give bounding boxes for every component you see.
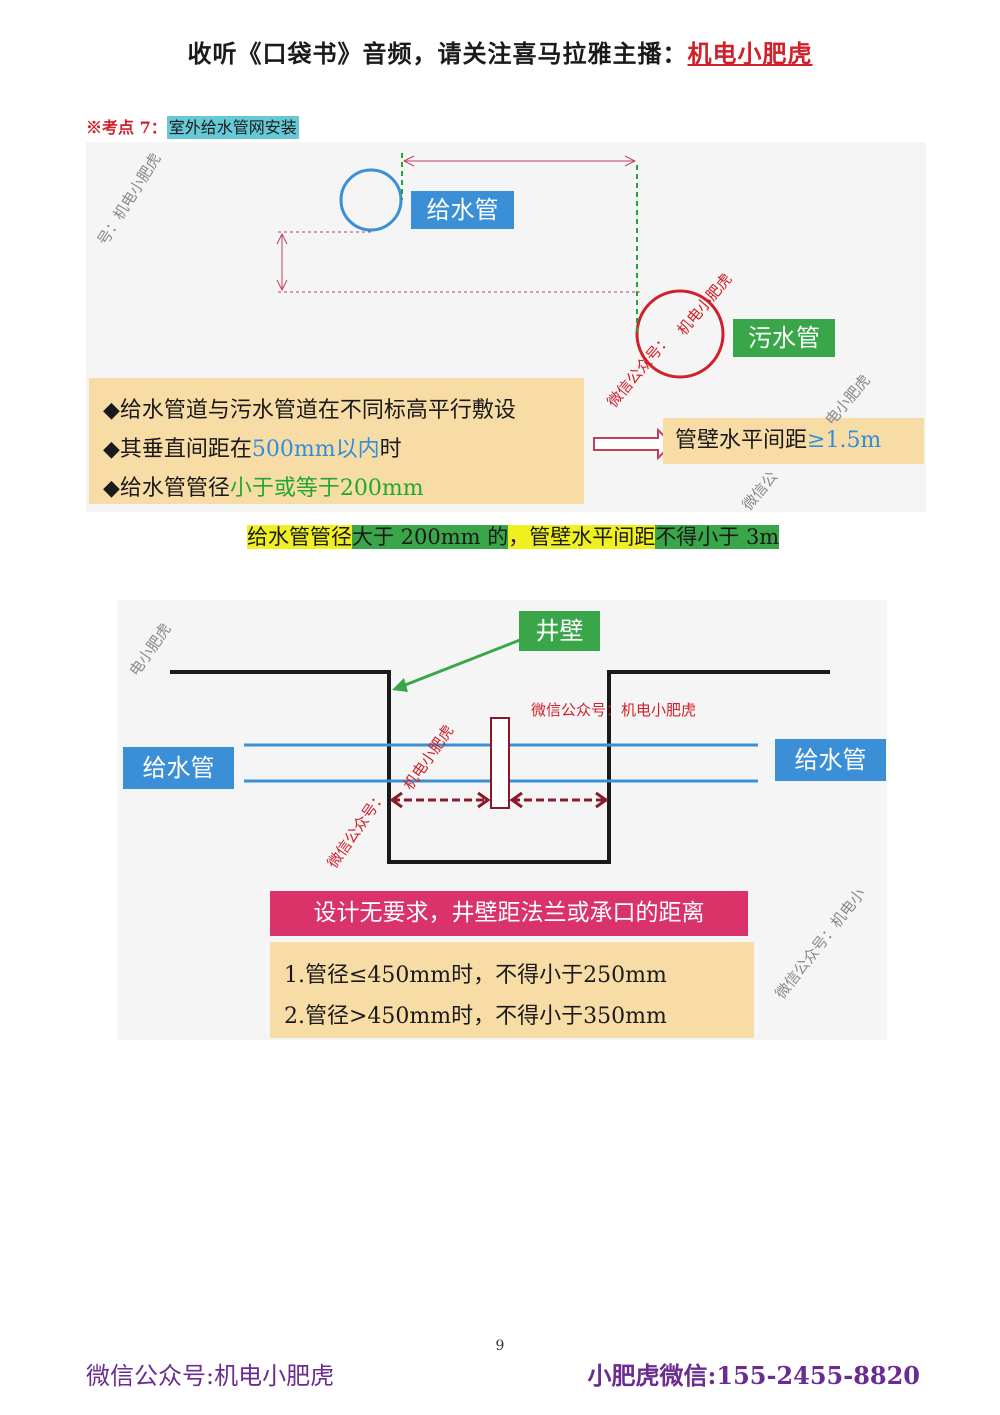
- rule-part-2: 大于 200mm 的，管壁水平间距: [352, 525, 656, 549]
- footer-left: 微信公众号:机电小肥虎: [86, 1362, 335, 1390]
- header-anchor-name[interactable]: 机电小肥虎: [687, 39, 813, 68]
- flange: [490, 717, 510, 809]
- well-outline: [170, 670, 830, 864]
- section-topic: 室外给水管网安装: [166, 116, 299, 139]
- result-box: 管壁水平间距≥1.5m: [663, 418, 924, 464]
- right-pipe-tag: 给水管: [775, 739, 886, 781]
- condition-line-3: ◆给水管管径小于或等于200mm: [103, 476, 424, 501]
- section-number: ※考点 7：: [86, 118, 167, 137]
- diagram2-lines: [170, 638, 830, 864]
- rule-part-3: 不得小于 3m: [655, 525, 780, 549]
- well-wall-tag: 井壁: [519, 611, 600, 651]
- water-pipe-tag: 给水管: [411, 191, 514, 229]
- sewage-pipe-circle: [635, 289, 725, 379]
- left-pipe-tag: 给水管: [123, 747, 234, 789]
- diagram1-lines: [276, 153, 725, 461]
- header-text: 收听《口袋书》音频，请关注喜马拉雅主播：: [187, 39, 688, 68]
- condition-line-1: ◆给水管道与污水管道在不同标高平行敷设: [103, 398, 516, 423]
- rule-1: 1.管径≤450mm时，不得小于250mm: [284, 963, 667, 988]
- rule-part-1: 给水管管径: [247, 525, 352, 549]
- page-header: 收听《口袋书》音频，请关注喜马拉雅主播：机电小肥虎: [0, 34, 1000, 69]
- condition-box: [89, 378, 584, 504]
- rule-line: 给水管管径大于 200mm 的，管壁水平间距不得小于 3m: [247, 517, 780, 557]
- watermark: 微信公众号：机电小肥虎: [531, 701, 697, 719]
- section-label: ※考点 7：室外给水管网安装: [86, 114, 299, 139]
- water-pipe-circle: [339, 168, 403, 232]
- result-arrow-icon: [593, 427, 674, 461]
- condition-line-2: ◆其垂直间距在500mm以内时: [103, 437, 402, 462]
- design-title: 设计无要求，井壁距法兰或承口的距离: [270, 891, 748, 936]
- page-number: 9: [495, 1338, 505, 1354]
- footer-right: 小肥虎微信:155-2455-8820: [587, 1361, 920, 1390]
- rules-box: [270, 942, 754, 1038]
- sewage-pipe-tag: 污水管: [733, 319, 835, 357]
- rule-2: 2.管径>450mm时，不得小于350mm: [284, 1004, 667, 1029]
- wall-pointer: [399, 638, 521, 689]
